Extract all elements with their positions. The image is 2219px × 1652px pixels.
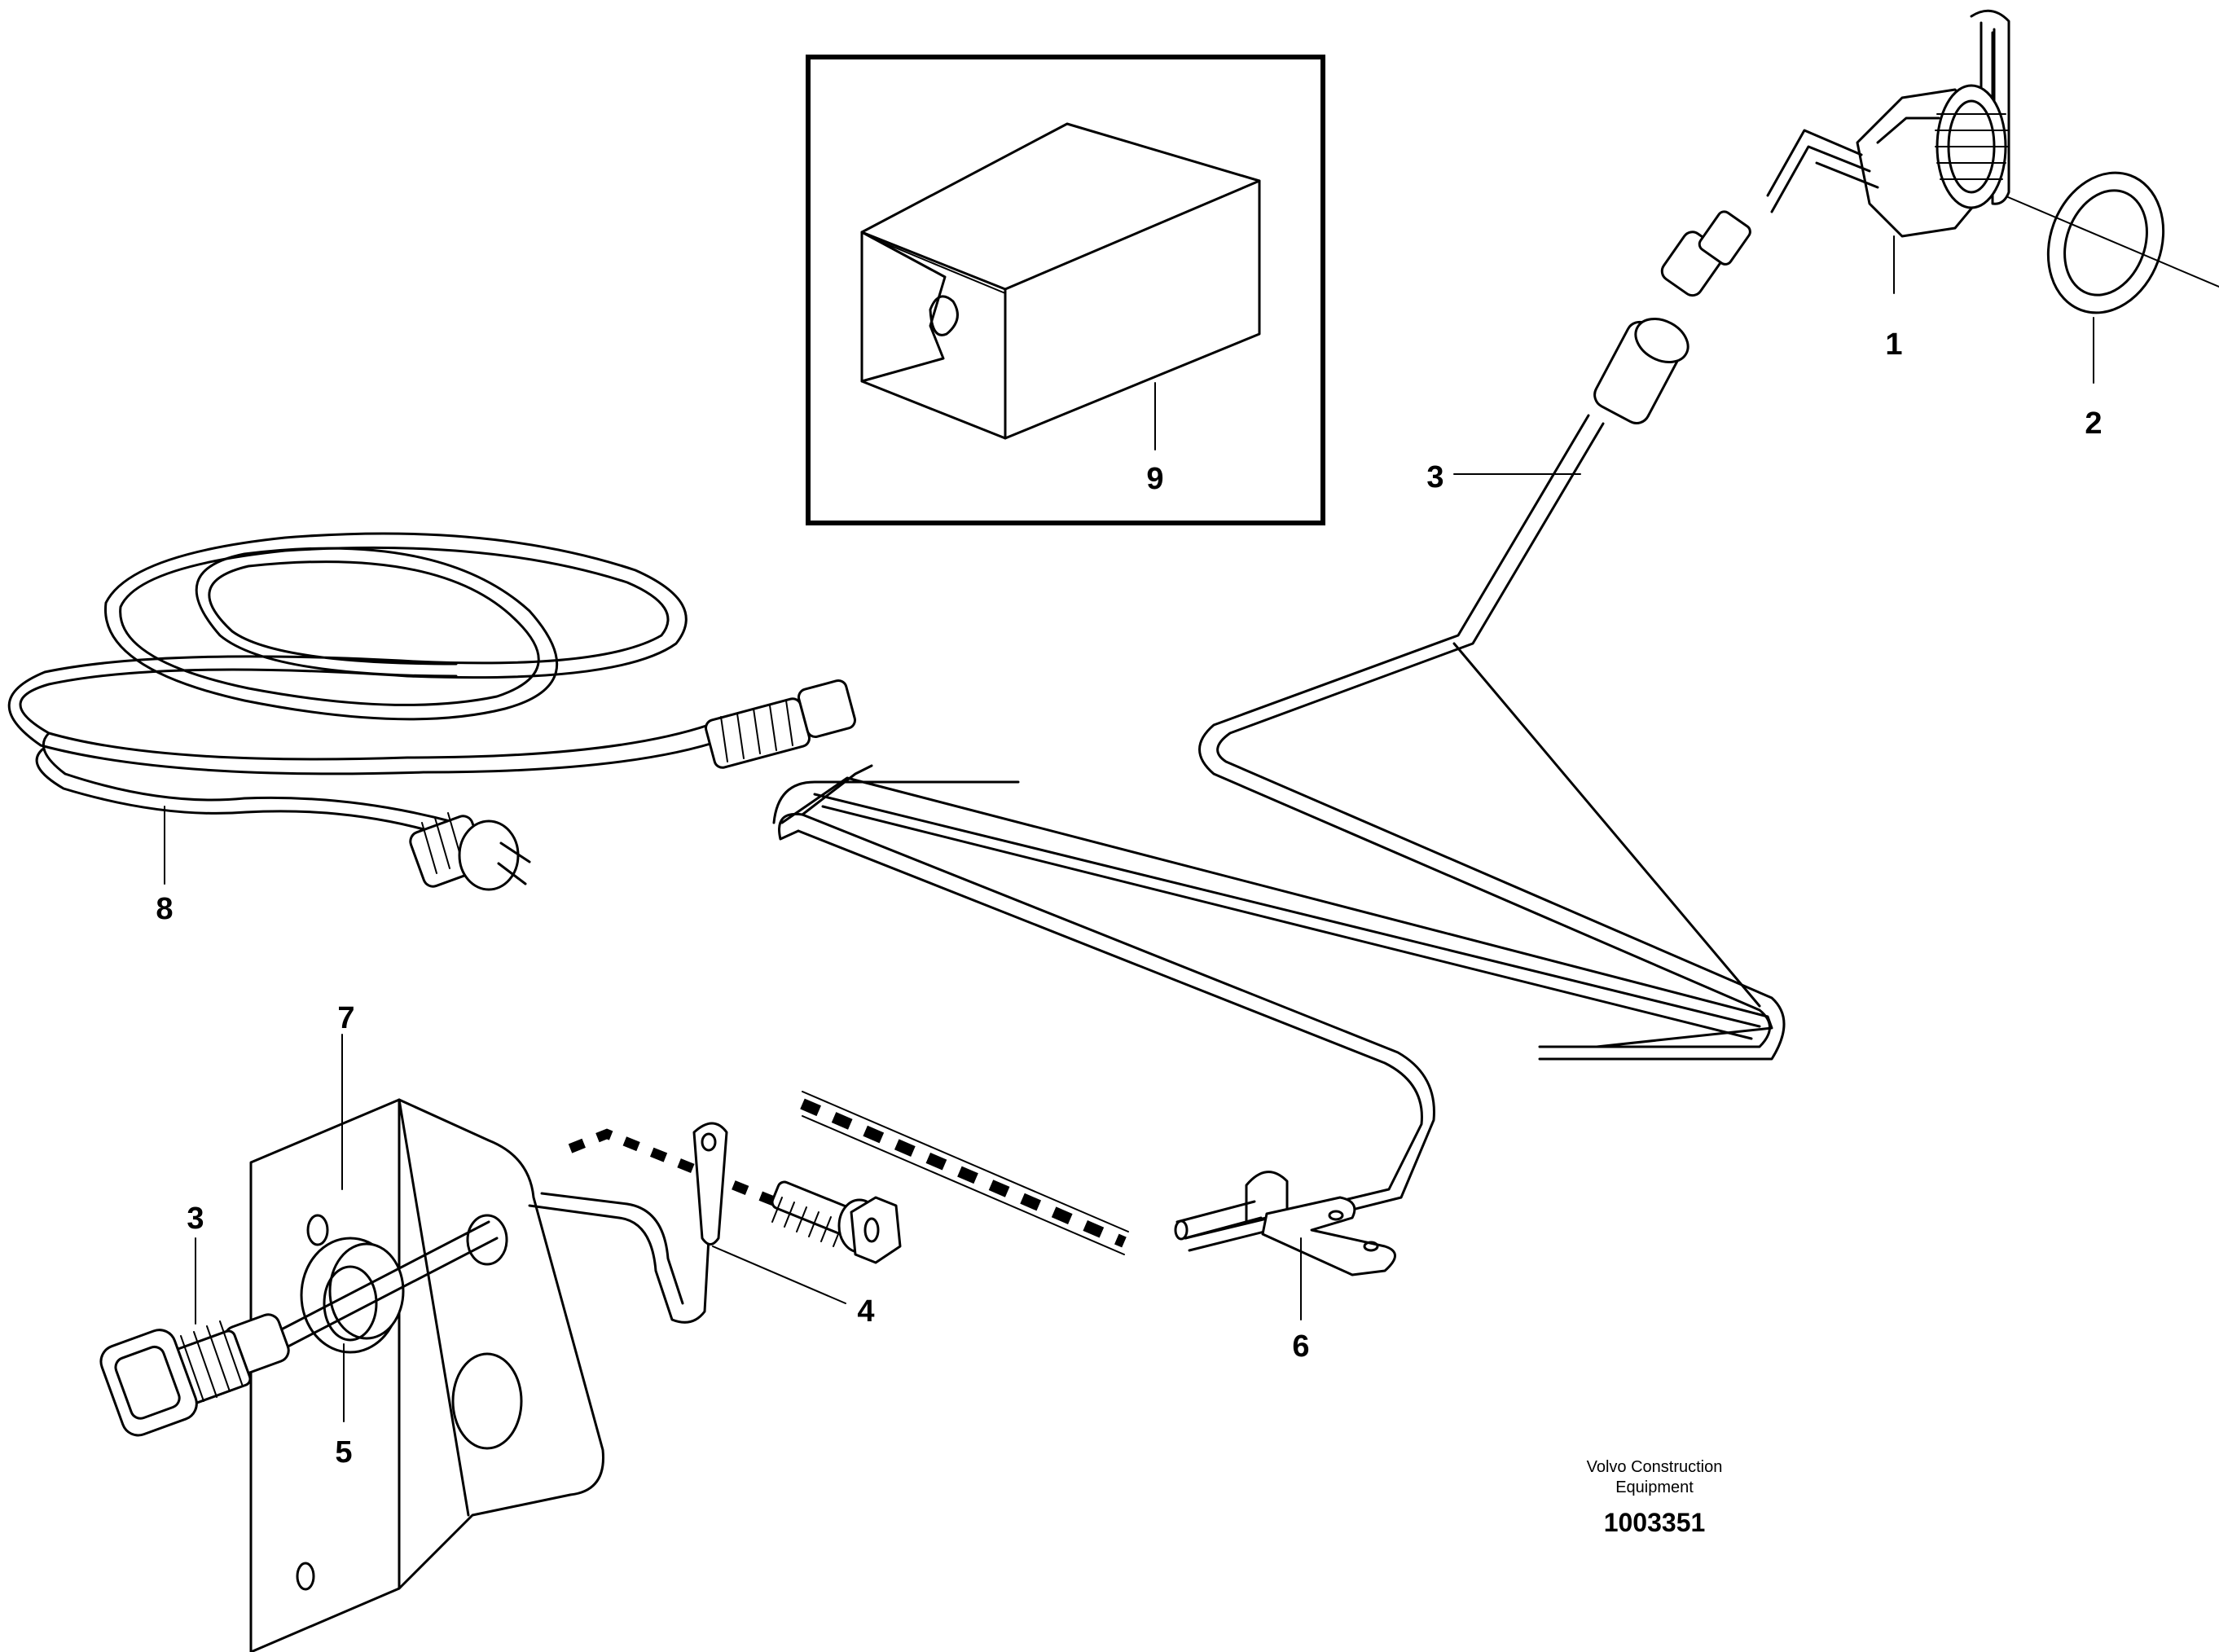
cable-tie — [528, 1122, 728, 1324]
callout-9: 9 — [1146, 462, 1163, 496]
footer: Volvo Construction Equipment 1003351 — [1587, 1458, 1723, 1537]
cover-part-9 — [860, 122, 1261, 440]
leader-4 — [712, 1246, 846, 1304]
callout-3-bottom: 3 — [187, 1202, 204, 1236]
clip-6 — [1174, 1171, 1396, 1276]
inlet-connector-3 — [99, 1220, 499, 1437]
leader-2-tail — [2007, 196, 2219, 288]
callouts: 1 2 3 9 8 7 3 4 5 6 — [156, 327, 2102, 1470]
leader-lines — [164, 196, 2219, 1422]
callout-7: 7 — [337, 1001, 354, 1035]
heater-element-1 — [1660, 9, 2010, 297]
callout-6: 6 — [1292, 1329, 1309, 1364]
callout-3-top: 3 — [1426, 460, 1443, 494]
company-name-line2: Equipment — [1615, 1478, 1694, 1496]
washer-2 — [2046, 171, 2165, 314]
extension-cord-8 — [7, 532, 856, 891]
bracket-7 — [249, 1098, 604, 1652]
heater-cable-3 — [772, 317, 1786, 1061]
company-name-line1: Volvo Construction — [1587, 1458, 1723, 1476]
drawing-number: 1003351 — [1604, 1508, 1706, 1537]
callout-5: 5 — [335, 1435, 352, 1470]
callout-2: 2 — [2085, 406, 2102, 441]
cable-loop — [778, 764, 1435, 1252]
callout-8: 8 — [156, 892, 173, 926]
callout-1: 1 — [1885, 327, 1902, 362]
inset-box — [806, 55, 1325, 525]
bolt-4 — [771, 1180, 902, 1264]
callout-4: 4 — [857, 1294, 874, 1329]
